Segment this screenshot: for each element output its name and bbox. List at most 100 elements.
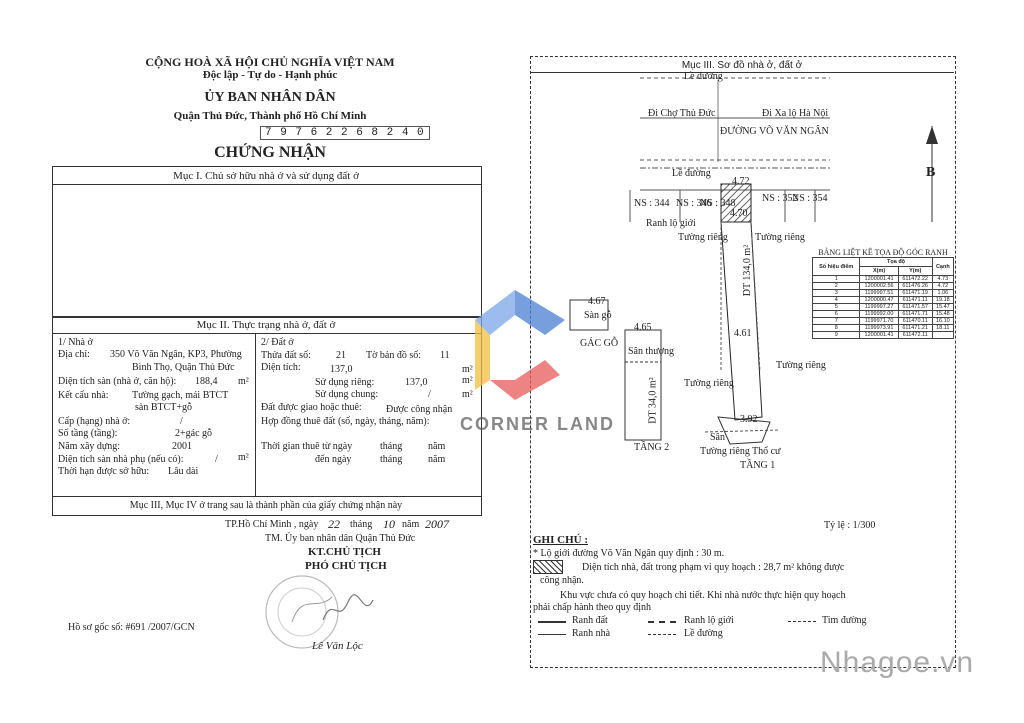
floors-label: Số tầng (tầng): (58, 428, 118, 439)
ownership-value: Lâu dài (168, 466, 199, 477)
section3-title: Mục III. Sơ đồ nhà ở, đất ở (681, 60, 803, 71)
section1-rule (52, 184, 481, 185)
coord-header-edge: Cạnh (931, 257, 955, 276)
file-number: Hồ sơ gốc số: #691 /2007/GCN (68, 622, 195, 633)
coord-cell: 611472.22 (897, 275, 933, 283)
legend-ranh-dat: Ranh đất (572, 615, 608, 626)
coord-cell: 15.48 (931, 310, 955, 318)
tuong-rieng-4: Tường riêng (684, 378, 734, 389)
date-day: 22 (328, 517, 340, 531)
land-area-label: Diện tích: (261, 362, 301, 373)
sheet-value: 11 (440, 350, 450, 361)
vice-chairman: PHÓ CHỦ TỊCH (305, 560, 387, 572)
tuong-rieng-3: Tường riêng (776, 360, 826, 371)
coord-cell: 611470.11 (897, 317, 933, 325)
coord-cell: 6 (811, 310, 861, 318)
floor2-area: DT 34,0 m² (647, 377, 659, 424)
contract-label: Hợp đồng thuê đất (số, ngày, tháng, năm)… (261, 416, 430, 427)
floors-value: 2+gác gỗ (175, 428, 213, 439)
shared-use-label: Sử dụng chung: (315, 389, 379, 400)
legend-tim-duong: Tim đường (822, 615, 867, 626)
assign-value: Được công nhận (386, 404, 453, 415)
dim-side: 4.61 (734, 328, 752, 339)
coord-cell: 611471.19 (897, 289, 933, 297)
coord-cell: 1200001.41 (859, 275, 899, 283)
section1-title: Mục I. Chủ sở hữu nhà ở và sử dụng đất ở (173, 170, 359, 182)
neighbor-346: NS : 346 (676, 198, 712, 209)
coord-cell: 1199973.91 (859, 324, 899, 332)
coord-cell: 611471.57 (897, 303, 933, 311)
san-go-label: Sàn gỗ (584, 310, 612, 321)
le-duong-mid: Lề đường (672, 168, 711, 179)
section3-box (530, 56, 956, 668)
to-thu-duc: Đi Chợ Thủ Đức (648, 108, 716, 119)
term-month-label: tháng (380, 441, 403, 452)
national-title: CỘNG HOÀ XÃ HỘI CHỦ NGHĨA VIỆT NAM (145, 55, 395, 69)
legend-ranh-nha: Ranh nhà (572, 628, 611, 639)
tuong-rieng-5: Tường riêng (700, 446, 750, 457)
official-stamp (265, 575, 339, 649)
section2-title: Mục II. Thực trạng nhà ở, đất ở (196, 319, 336, 331)
coord-cell: 9 (811, 331, 861, 339)
aux-area-label: Diện tích sàn nhà phụ (nếu có): (58, 454, 184, 465)
grade-label: Cấp (hạng) nhà ở: (58, 416, 131, 427)
coord-cell: 1199971.70 (859, 317, 899, 325)
tang2-dim: 4.65 (634, 322, 652, 333)
structure-line2: sàn BTCT+gỗ (135, 402, 193, 413)
coord-cell: 19.18 (931, 296, 955, 304)
legend-line-ranh-lo-gioi (648, 621, 676, 623)
end-month-label: tháng (380, 454, 403, 465)
signature-scribble (322, 594, 374, 621)
coord-header-y: Y(m) (897, 266, 933, 276)
neighbor-344: NS : 344 (634, 198, 670, 209)
coord-cell: 16.10 (931, 317, 955, 325)
coord-cell: 611472.11 (897, 331, 933, 339)
signer-name: Lê Văn Lộc (312, 640, 363, 652)
street-name: ĐƯỜNG VÕ VĂN NGÂN (720, 126, 829, 137)
coord-cell: 1.06 (931, 289, 955, 297)
term-year-label: năm (428, 441, 446, 452)
section34-note: Mục III, Mục IV ở trang sau là thành phầ… (129, 500, 403, 511)
legend-line-le-duong (648, 634, 676, 635)
coord-cell: 1199997.27 (859, 303, 899, 311)
shared-use-value: / (428, 389, 431, 400)
legend-line-ranh-dat (538, 621, 566, 623)
plot-label: Thửa đất số: (261, 350, 311, 361)
note-2a: Diện tích nhà, đất trong phạm vi quy hoạ… (582, 562, 845, 573)
gac-go-dim: 4.67 (588, 296, 606, 307)
corner-land-logo (475, 290, 565, 400)
motto: Độc lập - Tự do - Hạnh phúc (202, 69, 338, 81)
shared-use-unit: m² (462, 389, 473, 400)
land-area-value: 137,0 (330, 364, 353, 375)
date-year: 2007 (425, 517, 449, 531)
floor-area-label: Diện tích sàn (nhà ở, căn hộ): (58, 376, 177, 387)
term-label: Thời gian thuê từ ngày (261, 441, 353, 452)
hatch-swatch (533, 560, 563, 574)
committee-title: ỦY BAN NHÂN DÂN (204, 90, 336, 105)
dim-bottom: 3.92 (740, 414, 758, 425)
section3-rule (530, 72, 954, 73)
coord-cell: 1199997.51 (859, 289, 899, 297)
tang2-label: TẦNG 2 (634, 442, 670, 453)
year-value: 2001 (172, 441, 192, 452)
neighbor-348: NS : 348 (700, 198, 736, 209)
land-heading: 2/ Đất ở (261, 337, 294, 348)
site-watermark: Nhagoe.vn (820, 646, 975, 679)
aux-area-value: / (215, 454, 218, 465)
coord-cell: 3 (811, 289, 861, 297)
section1-box (52, 166, 482, 318)
district-title: Quận Thủ Đức, Thành phố Hồ Chí Minh (173, 110, 367, 122)
grade-value: / (180, 416, 183, 427)
end-year-label: năm (428, 454, 446, 465)
ownership-label: Thời hạn được sở hữu: (58, 466, 150, 477)
dim-mid: 4.70 (730, 208, 748, 219)
coord-cell: 4.72 (931, 282, 955, 290)
coord-cell: 611471.11 (897, 296, 933, 304)
legend-ranh-lo-gioi: Ranh lộ giới (684, 615, 734, 626)
serial-number: 7 9 7 6 2 2 6 8 2 4 0 (260, 126, 430, 140)
legend-line-tim-duong (788, 621, 816, 622)
